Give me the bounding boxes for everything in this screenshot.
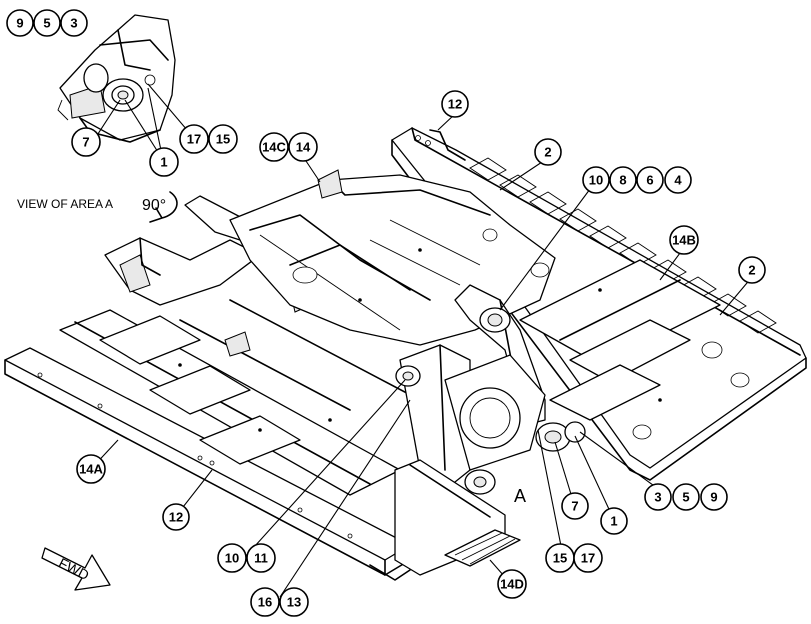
callout-9-bottom: 9 xyxy=(700,483,728,511)
callout-17-top: 17 xyxy=(179,124,209,154)
svg-text:17: 17 xyxy=(581,551,595,566)
svg-text:14B: 14B xyxy=(672,233,696,248)
svg-text:1: 1 xyxy=(160,155,167,170)
svg-text:6: 6 xyxy=(646,173,653,188)
view-caption: VIEW OF AREA A xyxy=(17,197,113,211)
svg-text:12: 12 xyxy=(448,97,462,112)
svg-text:3: 3 xyxy=(70,16,77,31)
callout-16: 16 xyxy=(250,587,280,617)
callout-12-top: 12 xyxy=(441,90,469,118)
callout-2-upper: 2 xyxy=(534,138,562,166)
svg-text:5: 5 xyxy=(43,16,50,31)
svg-text:14A: 14A xyxy=(79,462,103,477)
svg-text:15: 15 xyxy=(553,551,567,566)
callout-15-top: 15 xyxy=(208,124,238,154)
callout-7-top: 7 xyxy=(71,127,101,157)
svg-text:15: 15 xyxy=(216,132,230,147)
callout-15-bottom: 15 xyxy=(545,543,575,573)
callout-5-top: 5 xyxy=(33,9,61,37)
svg-text:14: 14 xyxy=(296,140,311,155)
callout-2-right: 2 xyxy=(738,256,766,284)
rotation-arrow-icon xyxy=(149,191,178,223)
detail-view-area-a xyxy=(57,14,176,143)
callout-14c: 14C xyxy=(259,132,289,162)
svg-text:2: 2 xyxy=(748,263,755,278)
svg-text:3: 3 xyxy=(654,490,661,505)
forward-arrow-icon: FWD xyxy=(41,547,111,591)
svg-text:10: 10 xyxy=(225,551,239,566)
svg-text:9: 9 xyxy=(16,16,23,31)
svg-text:9: 9 xyxy=(710,490,717,505)
callout-5-bottom: 5 xyxy=(672,483,700,511)
svg-text:14C: 14C xyxy=(262,140,286,155)
svg-text:17: 17 xyxy=(187,132,201,147)
svg-text:7: 7 xyxy=(82,135,89,150)
svg-text:13: 13 xyxy=(287,595,301,610)
svg-text:7: 7 xyxy=(571,499,578,514)
svg-text:5: 5 xyxy=(682,490,689,505)
callout-11: 11 xyxy=(246,543,276,573)
rotation-label: 90° xyxy=(142,197,166,214)
rail-14a-holes xyxy=(37,372,353,539)
callout-14a: 14A xyxy=(76,454,106,484)
callout-3-top: 3 xyxy=(60,9,88,37)
svg-text:16: 16 xyxy=(258,595,272,610)
callout-3-bottom: 3 xyxy=(644,483,672,511)
main-frame-assembly xyxy=(4,127,807,581)
svg-text:12: 12 xyxy=(169,510,183,525)
callout-7-bottom: 7 xyxy=(561,492,589,520)
callout-14: 14 xyxy=(288,132,318,162)
svg-text:10: 10 xyxy=(589,173,603,188)
callout-14d: 14D xyxy=(497,569,527,599)
svg-text:8: 8 xyxy=(619,173,626,188)
callout-17-bottom: 17 xyxy=(573,543,603,573)
callout-8: 8 xyxy=(609,166,637,194)
fwd-label: FWD xyxy=(56,555,92,584)
callout-10-bottom: 10 xyxy=(217,543,247,573)
callout-14b: 14B xyxy=(669,225,699,255)
callout-13: 13 xyxy=(279,587,309,617)
callout-10-right: 10 xyxy=(582,166,610,194)
callout-12-bottom: 12 xyxy=(162,503,190,531)
callout-1-top: 1 xyxy=(149,147,179,177)
svg-text:4: 4 xyxy=(674,173,682,188)
svg-text:1: 1 xyxy=(610,514,617,529)
area-a-label: A xyxy=(514,486,526,506)
svg-text:14D: 14D xyxy=(500,577,524,592)
svg-text:2: 2 xyxy=(544,145,551,160)
rail-pockets xyxy=(469,157,777,334)
callout-1-bottom: 1 xyxy=(600,507,628,535)
svg-text:11: 11 xyxy=(254,551,268,566)
callout-9-top: 9 xyxy=(6,9,34,37)
callout-4: 4 xyxy=(664,166,692,194)
callout-6: 6 xyxy=(636,166,664,194)
